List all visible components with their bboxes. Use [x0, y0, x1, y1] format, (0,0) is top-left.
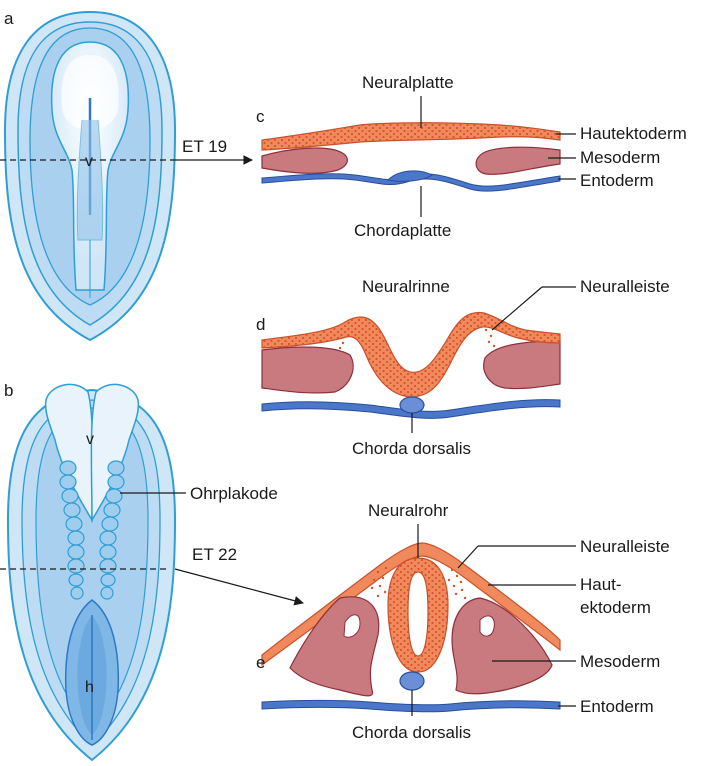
neural-plate-label: Neuralplatte — [362, 73, 454, 92]
d-neural-crest-leader-b — [492, 287, 542, 330]
embryo-a-v-label: v — [85, 153, 93, 170]
arrow-et22 — [175, 569, 303, 603]
d-chorda-label: Chorda dorsalis — [352, 439, 471, 458]
embryo-b-v-label: v — [86, 431, 94, 448]
panel-d-label: d — [256, 315, 265, 334]
e-endoderm-label: Entoderm — [580, 697, 654, 716]
c-endoderm-label: Entoderm — [580, 171, 654, 190]
e-chorda-label: Chorda dorsalis — [352, 723, 471, 742]
c-ectoderm-label: Hautektoderm — [580, 124, 687, 143]
stage-label-et22: ET 22 — [192, 545, 237, 564]
e-skin-ectoderm-label-1: Haut- — [580, 575, 622, 594]
e-neural-crest-leader-b — [458, 546, 478, 568]
neural-tube-label: Neuralrohr — [368, 501, 449, 520]
stage-label-et19: ET 19 — [182, 137, 227, 156]
d-neural-crest-label: Neuralleiste — [580, 277, 670, 296]
ear-placode-label: Ohrplakode — [190, 484, 278, 503]
panel-b-label: b — [4, 381, 13, 400]
e-skin-ectoderm-label-2: ektoderm — [580, 598, 651, 617]
neural-groove-label: Neuralrinne — [362, 277, 450, 296]
section-e — [262, 543, 560, 712]
embryo-b-h-label: h — [85, 679, 94, 696]
c-mesoderm-label: Mesoderm — [580, 148, 660, 167]
panel-e-label: e — [256, 653, 265, 672]
embryo-b: v h — [8, 384, 175, 760]
section-c — [262, 123, 560, 191]
chorda-plate-label: Chordaplatte — [354, 221, 451, 240]
panel-c-label: c — [256, 107, 265, 126]
embryo-a: v — [5, 12, 175, 340]
panel-a-label: a — [4, 9, 14, 28]
section-d — [262, 312, 560, 418]
e-mesoderm-label: Mesoderm — [580, 652, 660, 671]
e-neural-crest-label: Neuralleiste — [580, 537, 670, 556]
